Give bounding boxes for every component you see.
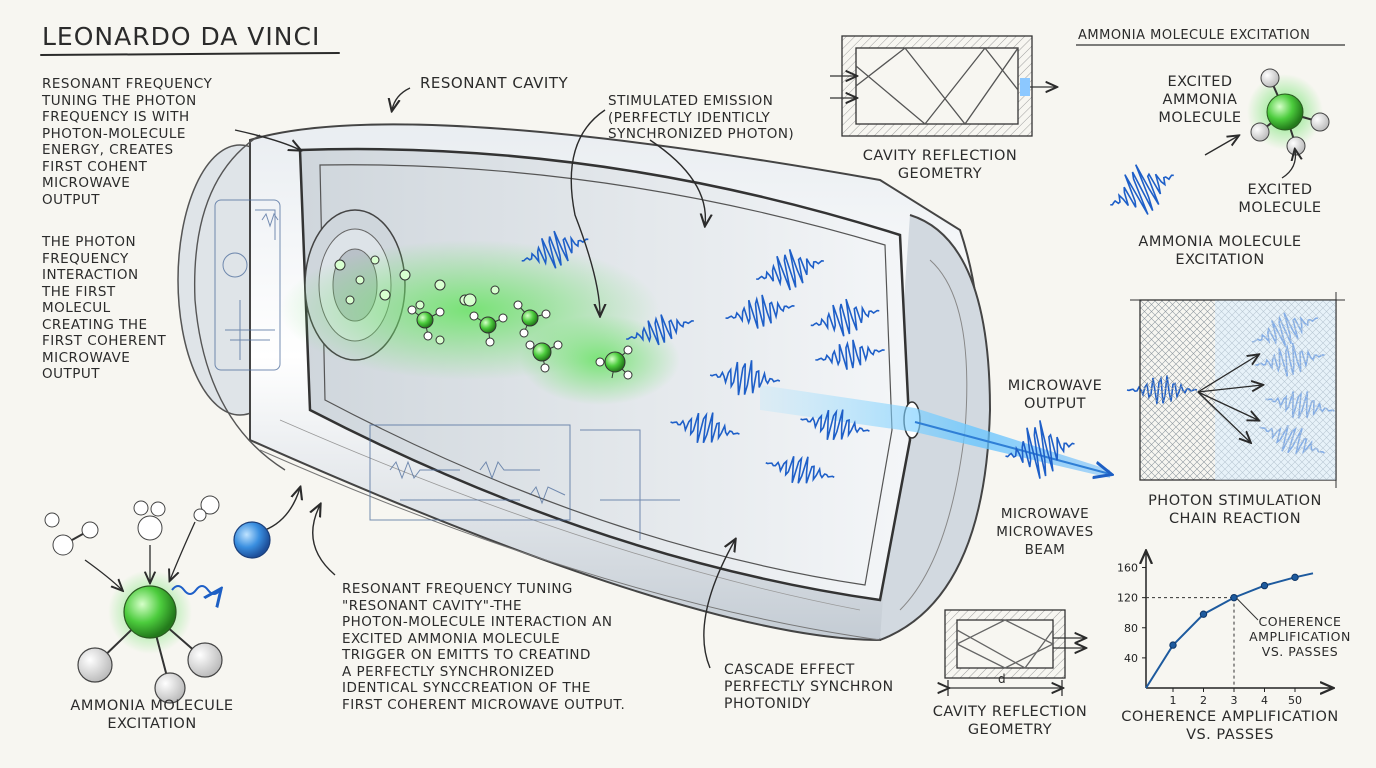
wave-packet [670, 411, 740, 444]
cavity-reflection-bottom [945, 609, 1085, 696]
chart-x-tick-label: 1 [1170, 694, 1177, 707]
label-microwave-output: Microwaveoutput [1007, 378, 1103, 412]
chart-x-tick-label: 3 [1231, 694, 1238, 707]
chart-point [1169, 641, 1177, 649]
chart-point [1291, 573, 1299, 582]
caption-ammonia-excitation: Ammonia moleculeexcitation [1138, 234, 1302, 268]
caption-photon-chain: Photon stimulationchain reaction [1148, 493, 1322, 527]
caption-bottom-left: Ammonia moleculeexcitation [70, 698, 234, 732]
pointer-arrows [234, 87, 735, 669]
wave-packet [810, 298, 880, 337]
chart-y-tick-label: 160 [1117, 562, 1138, 575]
photon-chain-inset [1130, 292, 1345, 488]
wave-packet [1110, 164, 1174, 215]
chart-y-tick-label: 80 [1124, 622, 1138, 635]
label-stimulated-emission: Stimulated emission(perfectly identiclys… [608, 93, 795, 142]
wave-packet [800, 408, 870, 441]
caption-cavity-bottom: Cavity reflectiongeometry [932, 704, 1088, 738]
chart-x-tick-label: 4 [1261, 694, 1268, 707]
chart-point [1199, 610, 1208, 618]
chart-annotation: Coherenceamplificationvs. passes [1249, 614, 1351, 659]
chart-caption: Coherence amplificationvs. passes [1121, 709, 1339, 743]
label-excited-ammonia: Excitedammoniamolecule [1158, 74, 1242, 126]
ammonia-excitation-inset [1076, 44, 1345, 179]
chart-point [1260, 581, 1269, 590]
label-microwave-beam: Microwavemicrowavesbeam [996, 506, 1094, 558]
chart-point [1230, 593, 1238, 602]
label-bottom-center: Resonant frequency tuning"resonant cavit… [342, 581, 626, 713]
chart-annotation-leader [1236, 598, 1259, 621]
ammonia-molecule-excitation [44, 495, 271, 704]
wave-packet [626, 314, 694, 346]
left-note-1: Resonant frequencytuning the photonfrequ… [42, 76, 213, 208]
wave-packet [765, 455, 835, 484]
cavity-molecules [334, 255, 633, 380]
label-resonant-cavity: Resonant Cavity [420, 74, 569, 92]
chart-x-tick-label: 2 [1200, 694, 1207, 707]
ammonia-header: Ammonia molecule excitation [1078, 28, 1311, 43]
label-excited-molecule: Excitedmolecule [1238, 182, 1322, 216]
dimension-label: d [998, 672, 1007, 686]
chart-y-tick-label: 120 [1117, 592, 1138, 605]
wave-packet [521, 230, 589, 269]
cavity-reflection-top [830, 35, 1056, 137]
chart-y-tick-label: 40 [1124, 652, 1138, 665]
wave-packet [1005, 420, 1075, 479]
label-cascade: Cascade effectperfectly synchronphotonid… [724, 662, 894, 712]
left-note-2: The photonfrequencyinteractionthe first … [42, 234, 167, 382]
wave-packet [709, 360, 781, 396]
wave-packet [725, 294, 795, 329]
wave-packet [756, 249, 824, 291]
beam-arrow [914, 421, 1110, 474]
caption-cavity-top: Cavity reflectiongeometry [862, 148, 1018, 182]
page-title: Leonardo Da Vinci [42, 22, 321, 51]
coherence-chart: 40 80 120 160 1 2 3 4 50 [1117, 552, 1332, 707]
chart-x-tick-label: 50 [1288, 694, 1302, 707]
wave-packet [815, 339, 885, 370]
